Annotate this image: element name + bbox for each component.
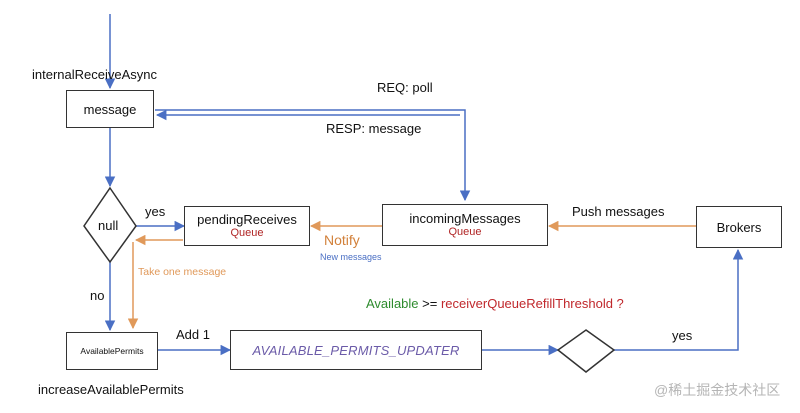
watermark: @稀土掘金技术社区 (654, 382, 781, 398)
notify-label: Notify (324, 232, 360, 248)
incoming-messages-queue: Queue (448, 226, 482, 238)
refill-condition-label: Available >= receiverQueueRefillThreshol… (366, 296, 624, 311)
brokers-box: Brokers (696, 206, 782, 248)
incoming-messages-title: incomingMessages (409, 211, 521, 226)
pending-receives-box: pendingReceives Queue (184, 206, 310, 246)
condition-operator: >= (422, 296, 438, 311)
permits-updater-box: AVAILABLE_PERMITS_UPDATER (230, 330, 482, 370)
req-poll-arrow (155, 109, 471, 202)
take-one-message-label: Take one message (138, 266, 227, 278)
message-box-label: message (83, 101, 137, 117)
condition-available: Available (366, 296, 419, 311)
push-messages-label: Push messages (572, 204, 665, 219)
new-messages-label: New messages (320, 252, 382, 262)
brokers-label: Brokers (716, 219, 762, 235)
yes-label: yes (145, 204, 166, 219)
yes2-label: yes (672, 328, 693, 343)
message-box: message (66, 90, 154, 128)
incoming-messages-box: incomingMessages Queue (382, 204, 548, 246)
available-permits-label: AvailablePermits (80, 345, 144, 356)
threshold-decision-diamond (556, 329, 616, 373)
decision-yes-arrow (614, 248, 744, 351)
permits-updater-label: AVAILABLE_PERMITS_UPDATER (252, 342, 460, 358)
pending-receives-queue: Queue (230, 227, 264, 239)
null-diamond-label: null (98, 218, 119, 233)
null-diamond (83, 186, 137, 264)
condition-threshold: receiverQueueRefillThreshold ? (440, 296, 624, 311)
entry-label: internalReceiveAsync (32, 67, 158, 82)
add1-label: Add 1 (176, 327, 210, 342)
req-poll-label: REQ: poll (377, 80, 433, 95)
increase-available-permits-label: increaseAvailablePermits (38, 382, 184, 397)
available-permits-box: AvailablePermits (66, 332, 158, 370)
pending-receives-title: pendingReceives (197, 212, 297, 227)
resp-message-label: RESP: message (326, 121, 422, 136)
no-label: no (90, 288, 105, 303)
